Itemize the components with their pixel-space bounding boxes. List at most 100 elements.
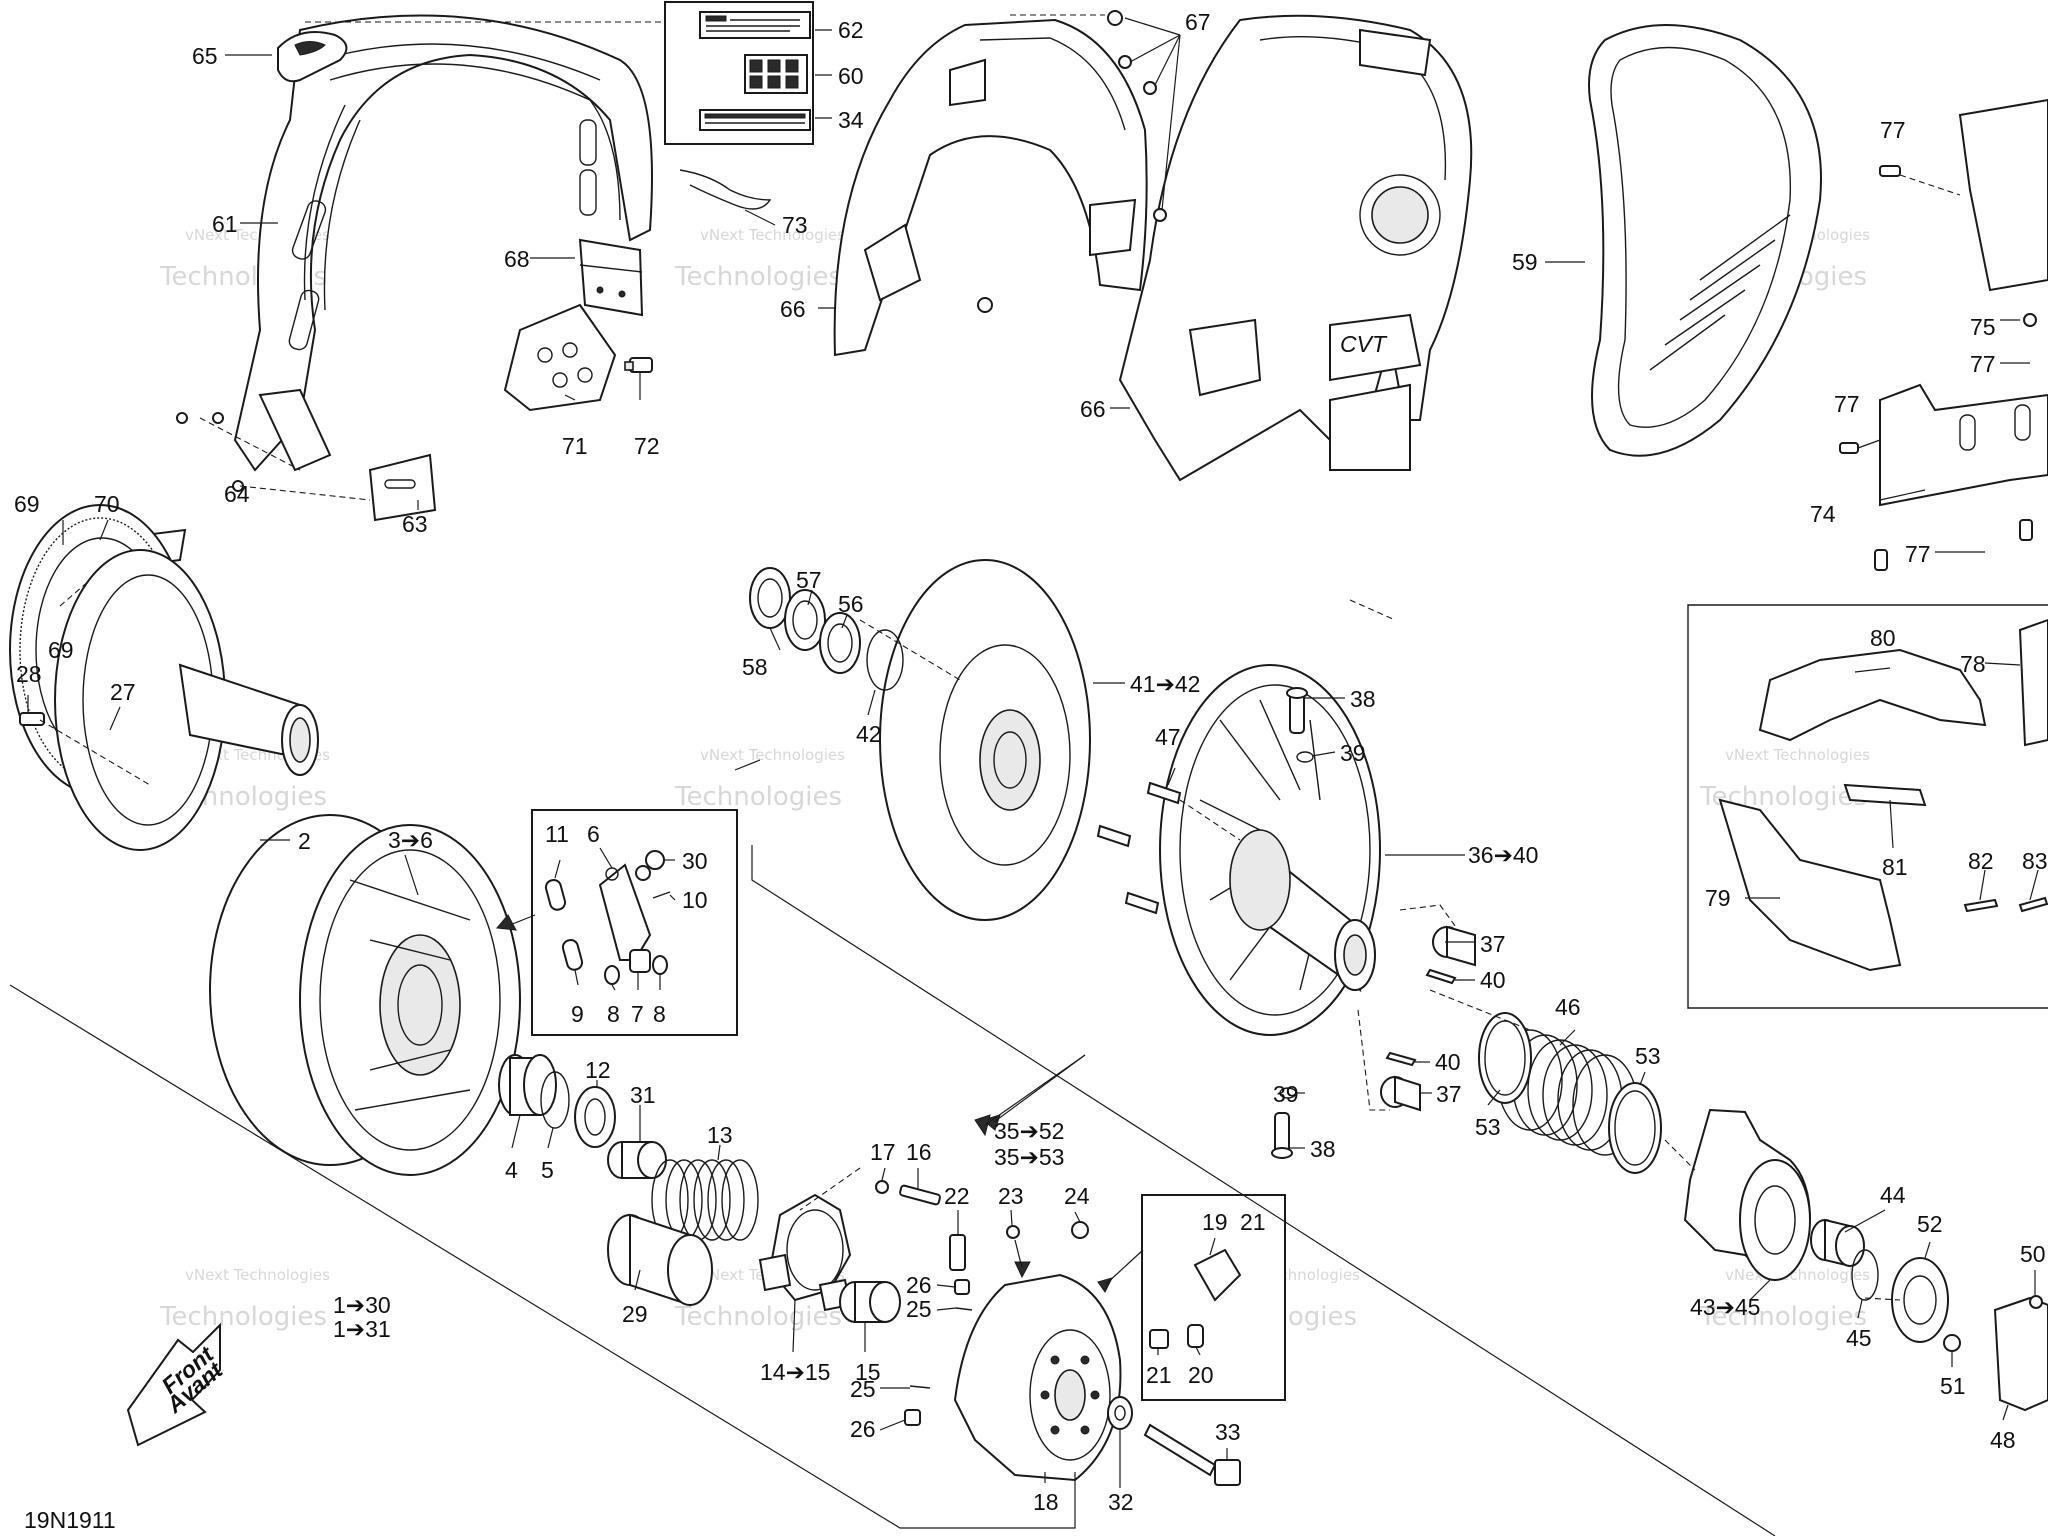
callout-56: 56 (838, 591, 864, 617)
roller-26-pin-25 (904, 1279, 973, 1426)
callout-78: 78 (1960, 651, 1986, 677)
callout-17: 17 (870, 1139, 896, 1165)
view-arrows (496, 914, 1144, 1293)
callout-22: 22 (944, 1183, 970, 1209)
callout-20: 20 (1188, 1362, 1214, 1388)
callout-24: 24 (1064, 1183, 1090, 1209)
cam-43-45 (1683, 1108, 1812, 1282)
watermark-text: Technologies (159, 1302, 327, 1332)
callout-45: 45 (1846, 1325, 1872, 1351)
callout-9: 9 (571, 1001, 584, 1027)
callout-82: 82 (1968, 848, 1994, 874)
svg-text:CVT: CVT (1340, 331, 1388, 357)
callout-61: 61 (212, 211, 238, 237)
cam-48-50-51 (1943, 1295, 2048, 1412)
callout-21-a: 21 (1240, 1209, 1266, 1235)
callout-72: 72 (634, 433, 660, 459)
callout-43-45: 43➔45 (1690, 1294, 1760, 1320)
assembly-outline-lines (9, 845, 1776, 1536)
callout-31: 31 (630, 1082, 656, 1108)
callout-77-d: 77 (1905, 541, 1931, 567)
callout-71: 71 (562, 433, 588, 459)
callout-26-a: 26 (906, 1272, 932, 1298)
callout-74: 74 (1810, 501, 1836, 527)
callout-6: 6 (587, 821, 600, 847)
callout-16: 16 (906, 1139, 932, 1165)
watermark-text: Technologies (674, 782, 842, 812)
clip-65 (277, 31, 348, 83)
callout-8-a: 8 (607, 1001, 620, 1027)
callout-53-right: 53 (1635, 1043, 1661, 1069)
leader-lines (27, 14, 2039, 1488)
callout-26-b: 26 (850, 1416, 876, 1442)
washers-56-58 (749, 567, 904, 691)
detail-box-levers (531, 809, 738, 1036)
callout-62: 62 (838, 17, 864, 43)
callout-58: 58 (742, 654, 768, 680)
roller-37-40-right (1425, 925, 1476, 985)
nuts-64 (176, 412, 244, 492)
cover-66-left (833, 18, 1148, 357)
callout-48: 48 (1990, 1427, 2016, 1453)
callout-10: 10 (682, 887, 708, 913)
callout-14-15: 14➔15 (760, 1359, 830, 1385)
callout-77-a: 77 (1880, 117, 1906, 143)
ring-39-top (1296, 751, 1314, 763)
clip-73 (679, 169, 772, 210)
callout-40-lower: 40 (1435, 1049, 1461, 1075)
front-arrow-icon: Front Avant (126, 1322, 228, 1447)
callout-12: 12 (585, 1057, 611, 1083)
watermark-text: vNext Technologies (185, 1266, 330, 1284)
callout-33: 33 (1215, 1419, 1241, 1445)
ring-45 (1851, 1249, 1879, 1301)
callout-73: 73 (782, 212, 808, 238)
rings-53 (1478, 1012, 1662, 1174)
pins-47 (1096, 781, 1182, 915)
callout-labels: 65 62 60 34 67 61 73 68 66 66 59 77 75 7… (14, 9, 2048, 1533)
bushing-4 (498, 1054, 557, 1116)
spring-46 (1497, 1029, 1638, 1156)
guard-frame-61 (233, 14, 653, 472)
callout-25-b: 25 (850, 1376, 876, 1402)
washer-32 (1107, 1396, 1133, 1430)
hinge-68 (578, 238, 644, 317)
watermark-text: Technologies (1699, 1302, 1867, 1332)
callout-68: 68 (504, 246, 530, 272)
callout-60: 60 (838, 63, 864, 89)
callout-63: 63 (402, 511, 428, 537)
callout-83: 83 (2022, 848, 2048, 874)
screw-28 (19, 712, 45, 726)
fasteners-67 (977, 10, 1167, 313)
screw-22 (949, 1234, 966, 1271)
callout-23: 23 (998, 1183, 1024, 1209)
callout-25-a: 25 (906, 1296, 932, 1322)
sleeve-29 (607, 1213, 713, 1307)
washer-23-nut-24 (1006, 1221, 1089, 1239)
callout-19: 19 (1202, 1209, 1228, 1235)
callout-39-lower: 39 (1273, 1081, 1299, 1107)
ring-5 (540, 1071, 570, 1129)
callout-39-top: 39 (1340, 740, 1366, 766)
callout-36-40: 36➔40 (1468, 842, 1538, 868)
callout-44: 44 (1880, 1182, 1906, 1208)
callout-77-b: 77 (1970, 351, 1996, 377)
callout-38-lower: 38 (1310, 1136, 1336, 1162)
callout-67: 67 (1185, 9, 1211, 35)
watermark-text: Technologies (674, 262, 842, 292)
callout-37-lower: 37 (1436, 1081, 1462, 1107)
washer-52 (1891, 1257, 1949, 1343)
watermark-text: vNext Technologies (1725, 1266, 1870, 1284)
drawing-code: 19N1911 (24, 1507, 116, 1533)
callout-3-6: 3➔6 (388, 827, 433, 853)
callout-29: 29 (622, 1301, 648, 1327)
callout-4: 4 (505, 1157, 518, 1183)
callout-59: 59 (1512, 249, 1538, 275)
callout-75: 75 (1970, 314, 1996, 340)
callout-34: 34 (838, 107, 864, 133)
callout-69-a: 69 (14, 491, 40, 517)
bracket-63 (368, 453, 437, 522)
bushing-44 (1810, 1218, 1865, 1268)
callout-38-top: 38 (1350, 686, 1376, 712)
callout-8-b: 8 (653, 1001, 666, 1027)
